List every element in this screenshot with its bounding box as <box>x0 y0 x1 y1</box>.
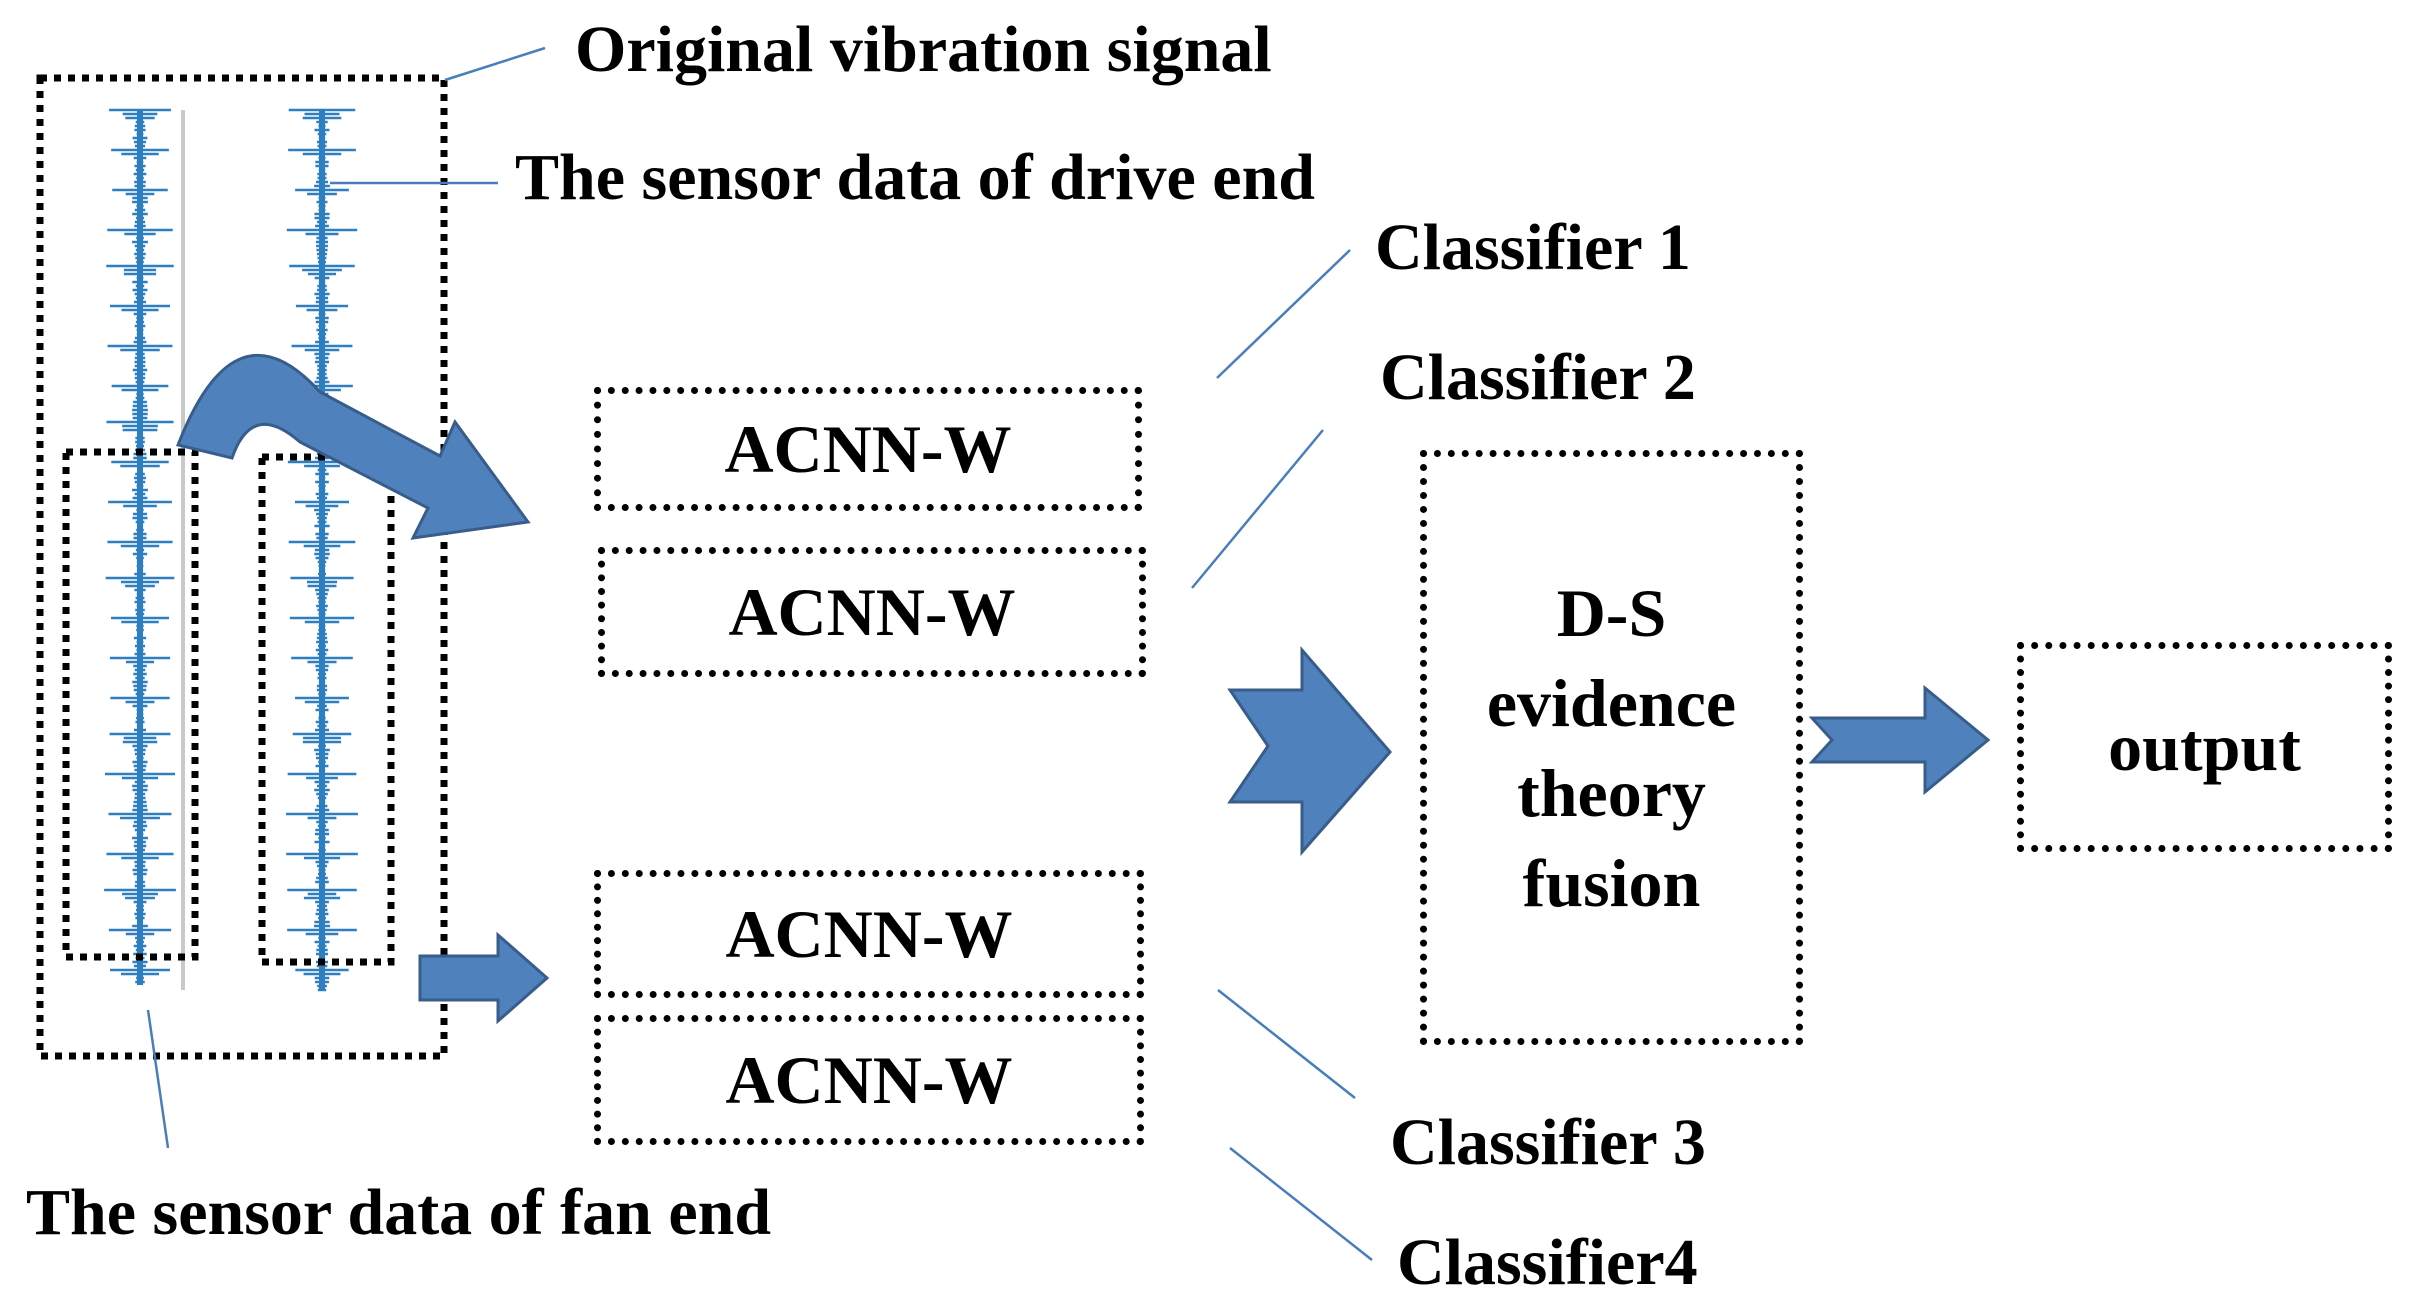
leader-classifier2 <box>1191 429 1324 589</box>
label-classifier-2: Classifier 2 <box>1380 341 1696 414</box>
acnn-w-box-4: ACNN-W <box>594 1015 1144 1145</box>
chevron-arrow-icon <box>1227 645 1392 856</box>
label-classifier-4: Classifier4 <box>1397 1226 1698 1299</box>
label-fan-end: The sensor data of fan end <box>26 1176 772 1249</box>
label-classifier-1: Classifier 1 <box>1375 211 1691 284</box>
output-label: output <box>2108 708 2301 785</box>
fusion-line-2: evidence <box>1486 664 1737 741</box>
vibration-waveform-drive <box>104 108 176 985</box>
sample-window-right <box>258 453 395 966</box>
acnn-w-label-3: ACNN-W <box>725 895 1013 972</box>
acnn-w-label-2: ACNN-W <box>728 573 1016 650</box>
fusion-line-4: fusion <box>1522 844 1701 921</box>
leader-fan-end <box>146 1009 170 1149</box>
acnn-w-label-4: ACNN-W <box>725 1041 1013 1118</box>
acnn-w-label-1: ACNN-W <box>724 410 1012 487</box>
acnn-w-box-2: ACNN-W <box>598 547 1146 677</box>
label-drive-end: The sensor data of drive end <box>515 141 1315 214</box>
fusion-line-3: theory <box>1517 754 1706 831</box>
curved-arrow-icon <box>175 353 531 540</box>
label-original-signal: Original vibration signal <box>575 13 1272 86</box>
fusion-line-1: D-S <box>1556 574 1667 651</box>
ds-fusion-box: D-S evidence theory fusion <box>1420 450 1803 1045</box>
sample-window-left <box>62 448 199 961</box>
output-box: output <box>2017 642 2392 852</box>
leader-classifier3 <box>1217 989 1356 1099</box>
leader-classifier1 <box>1216 249 1351 379</box>
leader-classifier4 <box>1229 1147 1373 1261</box>
arrow-right-small-icon <box>418 931 550 1025</box>
arrow-right-output-icon <box>1808 684 1991 796</box>
acnn-w-box-1: ACNN-W <box>594 387 1142 511</box>
signal-frame <box>36 74 448 1060</box>
label-classifier-3: Classifier 3 <box>1390 1106 1706 1179</box>
acnn-w-box-3: ACNN-W <box>594 870 1144 998</box>
leader-original-signal <box>444 46 546 82</box>
vibration-waveform-fan <box>286 108 358 992</box>
